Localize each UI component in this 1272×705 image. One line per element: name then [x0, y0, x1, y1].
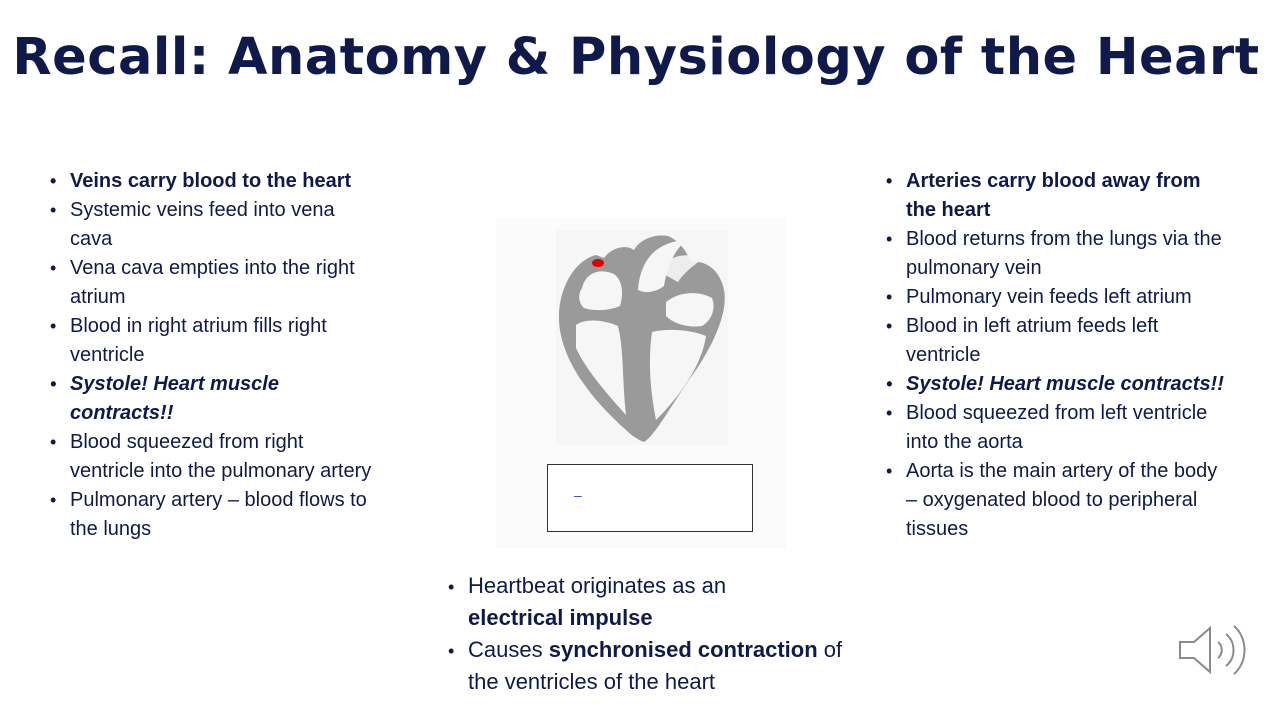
list-item: Aorta is the main artery of the body – o…: [884, 457, 1224, 544]
sa-node-dot: [592, 259, 604, 267]
list-item: Blood squeezed from right ventricle into…: [48, 428, 378, 486]
heart-diagram-icon: [556, 230, 728, 445]
list-item: Blood returns from the lungs via the pul…: [884, 225, 1224, 283]
list-text-bold: synchronised contraction: [548, 637, 818, 662]
list-item: Blood in right atrium fills right ventri…: [48, 312, 378, 370]
list-text: Heartbeat originates as an: [468, 573, 727, 598]
speaker-icon[interactable]: [1176, 620, 1252, 680]
list-item: Blood squeezed from left ventricle into …: [884, 399, 1224, 457]
list-item: Systemic veins feed into vena cava: [48, 196, 378, 254]
list-item: Vena cava empties into the right atrium: [48, 254, 378, 312]
list-item: Systole! Heart muscle contracts!!: [48, 370, 378, 428]
left-bullet-list: Veins carry blood to the heart Systemic …: [48, 167, 378, 544]
list-item: Arteries carry blood away from the heart: [884, 167, 1224, 225]
list-item: Systole! Heart muscle contracts!!: [884, 370, 1224, 399]
list-item: Veins carry blood to the heart: [48, 167, 378, 196]
list-item: Causes synchronised contraction of the v…: [446, 634, 876, 698]
list-item: Heartbeat originates as an electrical im…: [446, 570, 876, 634]
caption-text: –: [574, 487, 582, 503]
right-bullet-list: Arteries carry blood away from the heart…: [884, 167, 1224, 544]
list-item: Pulmonary artery – blood flows to the lu…: [48, 486, 378, 544]
slide-title: Recall: Anatomy & Physiology of the Hear…: [12, 28, 1260, 87]
figure-caption-box: –: [547, 464, 753, 532]
list-item: Blood in left atrium feeds left ventricl…: [884, 312, 1224, 370]
list-text-bold: electrical impulse: [468, 605, 653, 630]
center-bullet-list: Heartbeat originates as an electrical im…: [446, 570, 876, 698]
list-text: Causes: [468, 637, 549, 662]
list-item: Pulmonary vein feeds left atrium: [884, 283, 1224, 312]
list-text: of the ventricles of the heart: [468, 637, 843, 694]
